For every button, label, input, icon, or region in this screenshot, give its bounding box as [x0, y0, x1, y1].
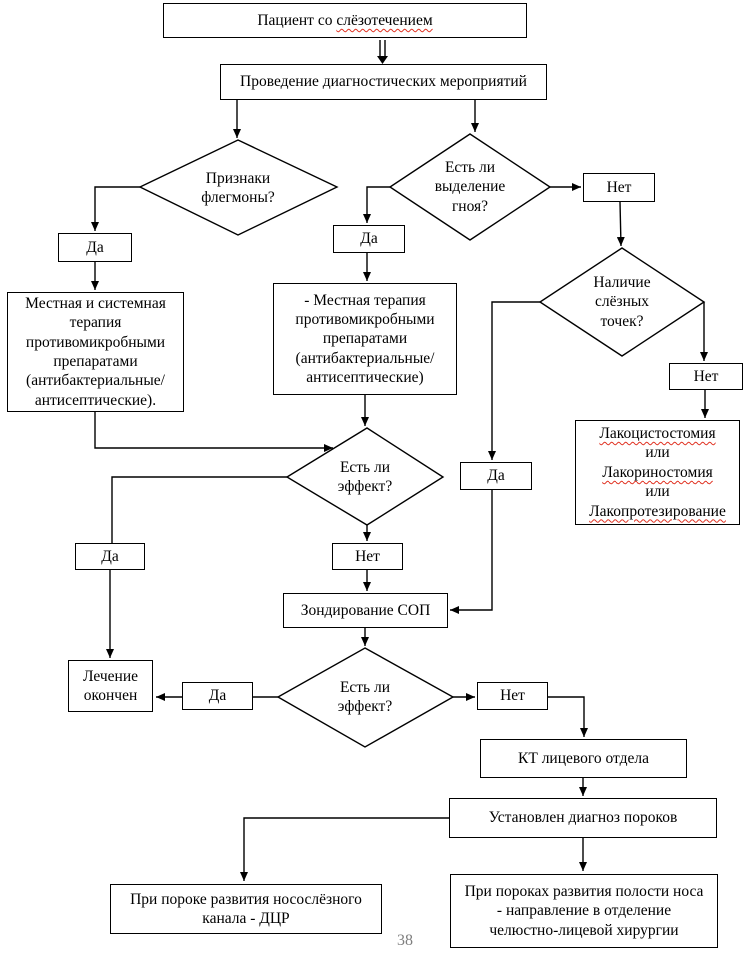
label-no-effect-2: Нет: [477, 682, 548, 710]
label-yes-pus: Да: [333, 225, 405, 253]
page-number: 38: [397, 932, 413, 949]
node-ct-facial: КТ лицевого отдела: [480, 739, 687, 778]
label-no-effect-1: Нет: [332, 543, 403, 570]
node-probing: Зондирование СОП: [283, 593, 448, 628]
decision-pus-discharge: Есть ли выделение гноя?: [434, 158, 506, 215]
label-yes-effect-1: Да: [75, 543, 145, 570]
node-diagnosis-established: Установлен диагноз пороков: [449, 798, 717, 838]
node-therapy-local: - Местная терапия противомикробными преп…: [273, 283, 457, 395]
diamond-phlegmon-signs: [138, 139, 339, 236]
node-nasolacrimal-duct-dcr: При пороке развития носослёзного канала …: [110, 884, 382, 934]
label-no-pus: Нет: [583, 173, 655, 202]
decision-lacrimal-points: Наличие слёзных точек?: [593, 273, 651, 330]
node-patient: Пациент со слёзотечением: [163, 3, 527, 38]
label-yes-phlegmon: Да: [58, 233, 132, 262]
laco-option-3: Лакопротезирование: [589, 502, 726, 520]
diamond-effect-1: [285, 427, 445, 526]
laco-option-2: Лакориностомия: [602, 463, 713, 481]
decision-phlegmon-signs: Признаки флегмоны?: [201, 169, 275, 206]
laco-option-1: Лакоцистостомия: [599, 425, 716, 443]
node-laco-options: Лакоцистостомия или Лакориностомия или Л…: [575, 420, 740, 525]
diamond-lacrimal-points: [538, 247, 706, 357]
laco-or-1: или: [645, 444, 670, 462]
node-patient-text: Пациент со: [257, 11, 333, 29]
node-treatment-finished: Лечение окончен: [68, 660, 153, 712]
node-therapy-local-systemic: Местная и системная терапия противомикро…: [7, 292, 184, 412]
node-diagnostics: Проведение диагностических мероприятий: [220, 64, 547, 100]
decision-effect-1: Есть ли эффект?: [337, 458, 393, 495]
diamond-effect-2: [276, 647, 455, 748]
label-yes-lacrimal-points: Да: [460, 462, 532, 490]
laco-or-2: или: [645, 483, 670, 501]
node-patient-term-misspelled: слёзотечением: [336, 11, 433, 29]
node-nasal-cavity-surgery: При пороках развития полости носа - напр…: [450, 874, 718, 948]
label-yes-effect-2: Да: [182, 682, 253, 710]
diamond-pus-discharge: [388, 133, 552, 241]
label-no-lacrimal-points: Нет: [669, 363, 743, 390]
decision-effect-2: Есть ли эффект?: [337, 678, 393, 715]
